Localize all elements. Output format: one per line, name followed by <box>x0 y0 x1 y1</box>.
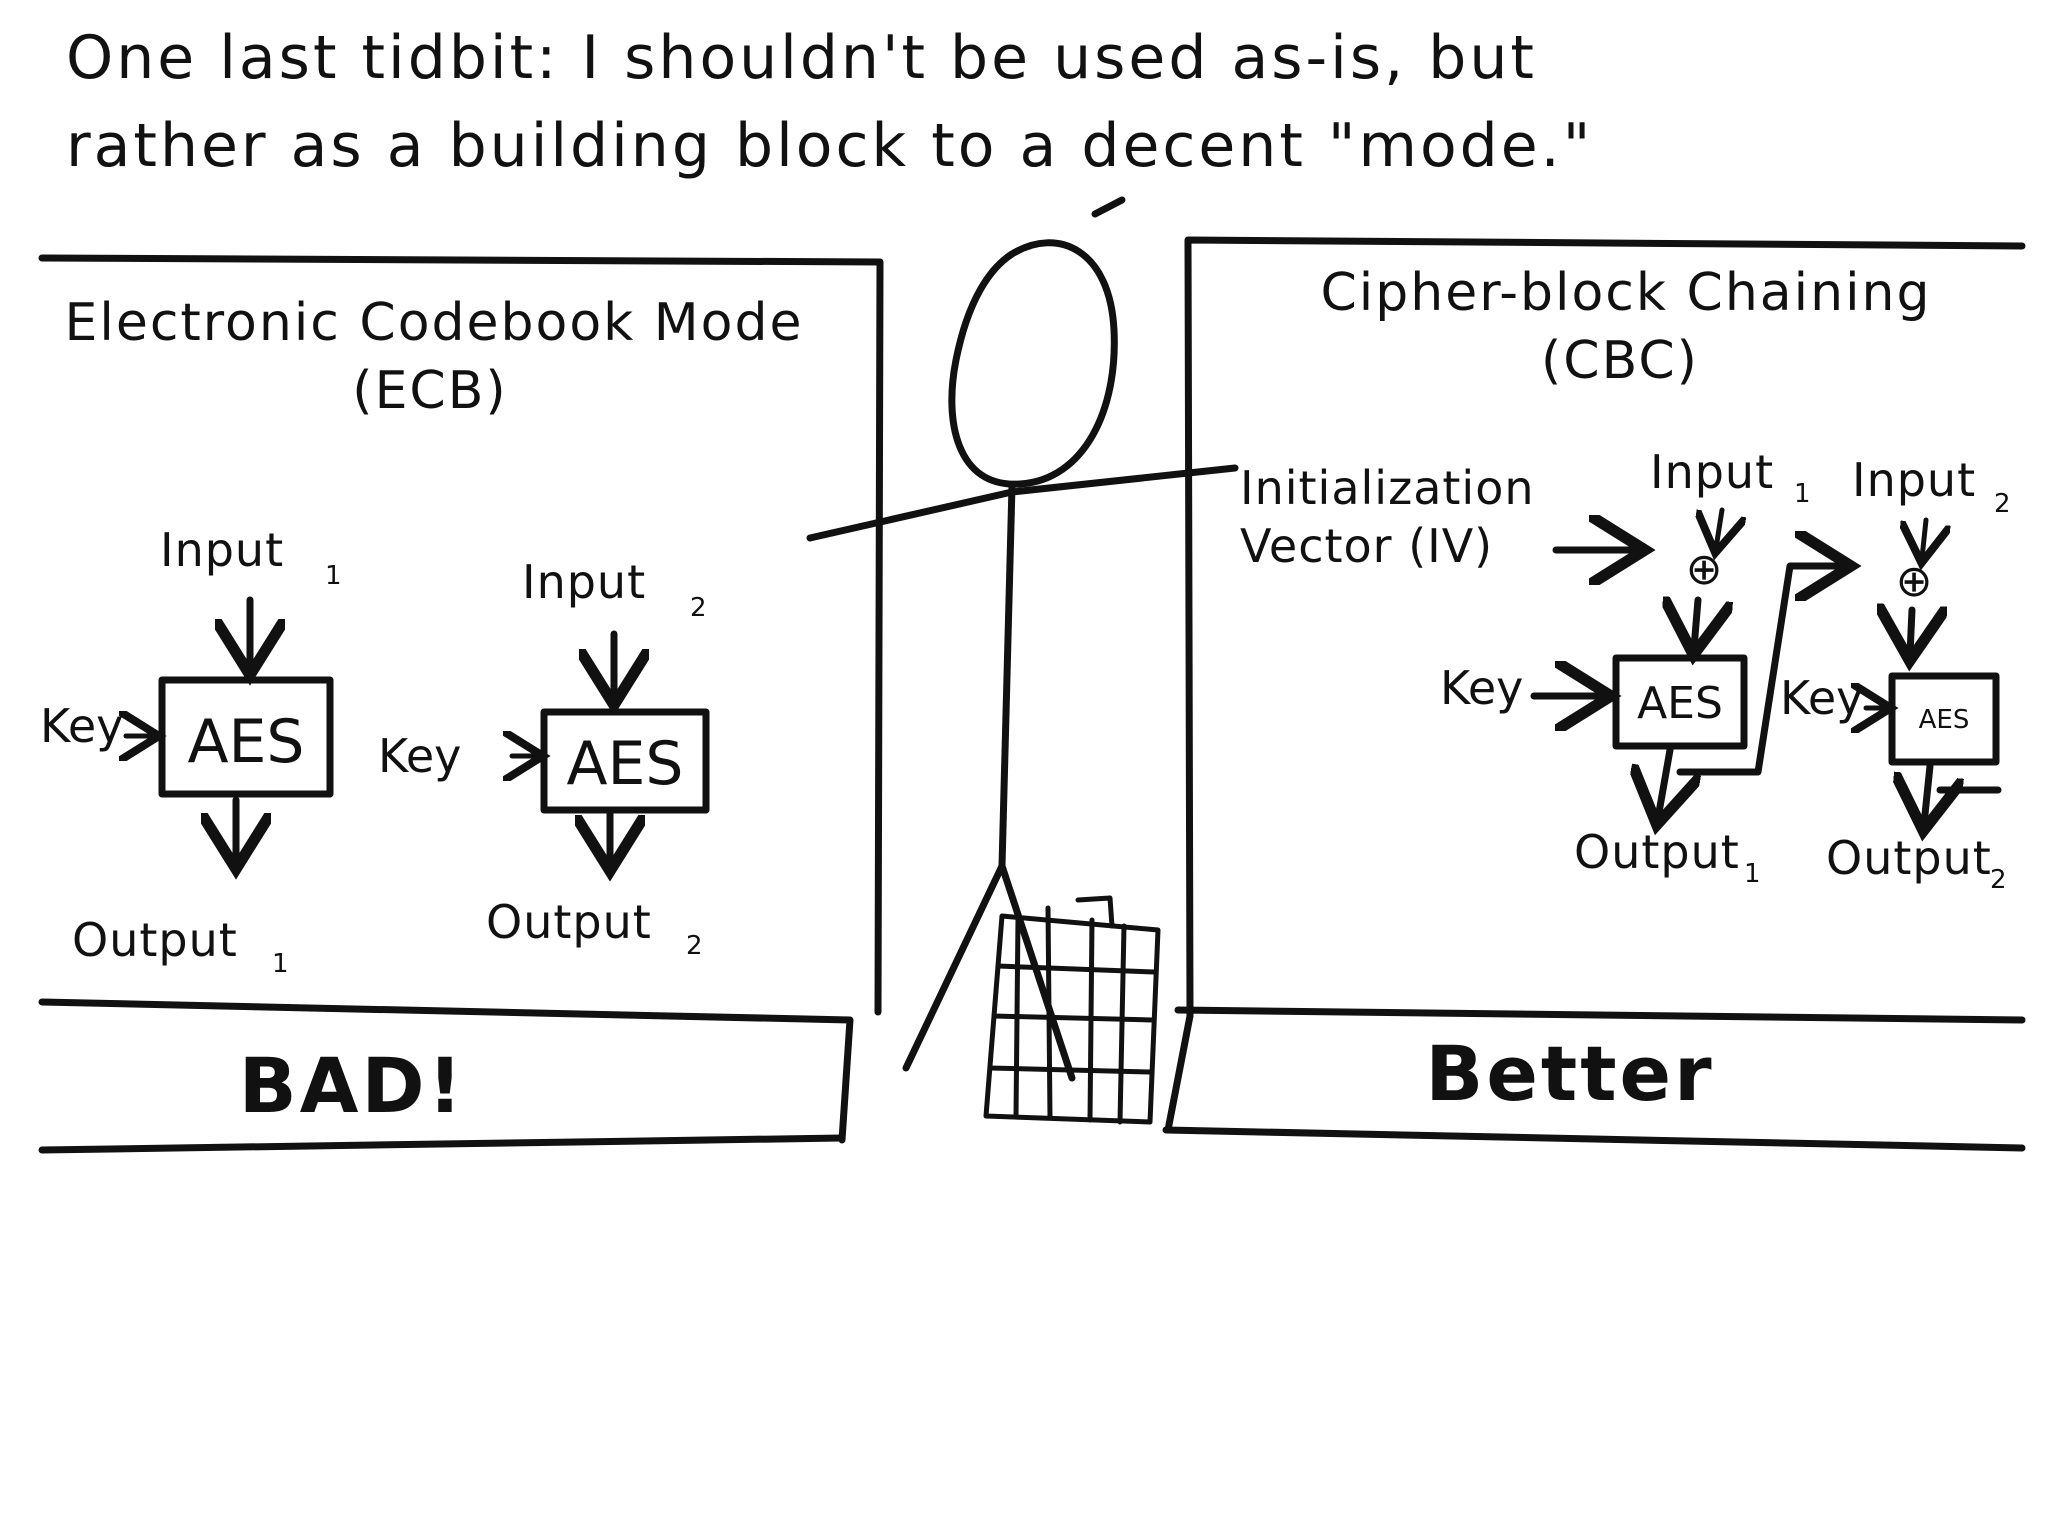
ecb-aes-1-label: AES <box>187 707 304 777</box>
cbc-verdict-left-border <box>1164 1012 1194 1134</box>
cbc-bottom-line <box>1162 1126 2026 1152</box>
cbc-input-1-subscript: 1 <box>1794 479 1811 509</box>
ecb-input-1-label: Input <box>160 523 284 577</box>
stick-figure-left-leg <box>902 862 1006 1072</box>
ecb-output-1-subscript: 1 <box>272 949 289 979</box>
cbc-key-2-label: Key <box>1780 671 1863 725</box>
ecb-panel: Electronic Codebook Mode (ECB) Input 1 K… <box>38 254 884 1154</box>
cbc-xor-1-arrow <box>1694 600 1698 648</box>
ecb-verdict: BAD! <box>239 1041 466 1130</box>
stick-figure <box>806 196 1239 1125</box>
stick-figure-hair <box>1091 196 1126 218</box>
cbc-verdict-top-line <box>1174 1006 2026 1024</box>
cbc-iv-label-line-1: Initialization <box>1240 461 1535 515</box>
ecb-output-2-label: Output <box>486 895 652 949</box>
cbc-title-abbr: (CBC) <box>1541 331 1699 391</box>
ecb-bottom-line <box>38 1134 846 1154</box>
stick-figure-right-leg <box>998 862 1076 1082</box>
ecb-title-abbr: (ECB) <box>352 361 507 421</box>
cbc-aes-1-label: AES <box>1637 678 1723 729</box>
cbc-input-2-arrow <box>1922 517 1926 558</box>
caption-line-2: rather as a building block to a decent "… <box>66 111 1593 181</box>
cbc-title: Cipher-block Chaining <box>1321 263 1932 323</box>
cbc-aes-box-2 <box>1888 672 2000 766</box>
ecb-input-2-subscript: 2 <box>690 593 707 623</box>
cbc-block-1: Input 1 ⊕ Key AES Output 1 <box>1440 445 1844 889</box>
ecb-output-2-subscript: 2 <box>686 931 703 961</box>
cbc-aes-2-label: AES <box>1919 705 1970 735</box>
ecb-output-1-label: Output <box>72 913 238 967</box>
cbc-xor-2-icon: ⊕ <box>1896 556 1933 607</box>
cbc-output-2-subscript: 2 <box>1990 865 2007 895</box>
ecb-input-2-label: Input <box>522 555 646 609</box>
cbc-output-2-arrow <box>1924 762 1930 824</box>
stick-figure-head <box>948 239 1118 488</box>
cbc-output-1-arrow <box>1658 746 1670 818</box>
cbc-xor-2-arrow <box>1910 610 1912 654</box>
cbc-input-1-label: Input <box>1650 445 1774 499</box>
ecb-block-2: Input 2 Key AES Output 2 <box>378 555 710 961</box>
ecb-input-1-subscript: 1 <box>325 561 342 591</box>
stick-figure-arms <box>806 464 1239 542</box>
cbc-output-1-subscript: 1 <box>1744 859 1761 889</box>
cbc-panel: Cipher-block Chaining (CBC) Initializati… <box>1162 236 2026 1152</box>
ecb-aes-box-2 <box>540 708 710 814</box>
cbc-aes-box-1 <box>1612 654 1748 750</box>
cbc-input-2-subscript: 2 <box>1994 489 2011 519</box>
cbc-iv-label-line-2: Vector (IV) <box>1240 519 1493 573</box>
cbc-panel-border <box>1184 236 2026 1020</box>
ecb-verdict-border <box>38 998 854 1144</box>
caption-line-1: One last tidbit: I shouldn't be used as-… <box>66 23 1537 93</box>
cbc-block-2: Input 2 ⊕ Key AES Output 2 <box>1780 453 2011 895</box>
cbc-verdict: Better <box>1425 1029 1714 1118</box>
cbc-output-1-label: Output <box>1574 825 1740 879</box>
building-blocks-icon <box>983 895 1161 1125</box>
ecb-title: Electronic Codebook Mode <box>65 293 804 353</box>
ecb-panel-border <box>38 254 884 1016</box>
ecb-key-1-label: Key <box>40 699 123 753</box>
cbc-input-2-label: Input <box>1852 453 1976 507</box>
cbc-output-2-label: Output <box>1826 831 1992 885</box>
cbc-chain-arrow <box>1676 566 1844 776</box>
cbc-input-1-arrow <box>1716 507 1722 548</box>
ecb-aes-box-1 <box>158 676 334 798</box>
cbc-xor-1-icon: ⊕ <box>1686 544 1723 595</box>
ecb-aes-2-label: AES <box>566 729 683 799</box>
ecb-block-1: Input 1 Key AES Output 1 <box>40 523 342 979</box>
ecb-key-2-label: Key <box>378 729 461 783</box>
cbc-key-1-label: Key <box>1440 661 1523 715</box>
stick-figure-body <box>998 482 1016 870</box>
